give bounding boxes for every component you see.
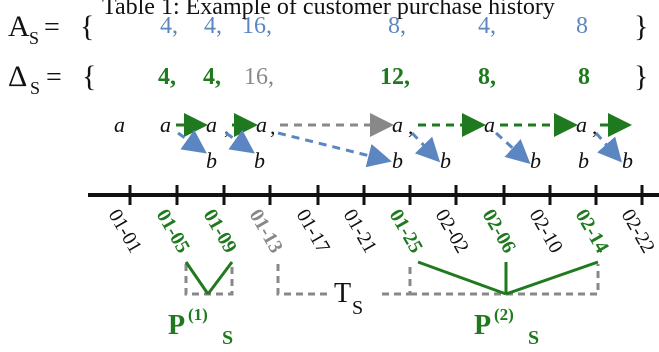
p2-lines [417,260,599,296]
event-a: a [392,112,403,137]
date-label: 02-14 [571,206,613,257]
event-a: a [114,112,125,137]
arrow-blue [225,129,255,154]
bottom-events: b b b b b b b [206,148,633,173]
p1-lines [184,261,234,295]
row-delta-label: Δ [8,60,27,93]
row-delta-value: 16, [244,64,274,90]
arrow-blue [494,131,531,165]
svg-text:(1): (1) [188,305,208,324]
svg-text:T: T [334,278,351,309]
date-labels: 01-01 01-05 01-09 01-13 01-17 01-21 01-2… [104,206,659,257]
svg-text:S: S [222,327,233,349]
event-a: a [256,112,267,137]
arrow-blue [594,132,622,163]
svg-text:,: , [408,114,414,139]
row-a: A S = { 4, 4, 16, 8, 4, 8 } [8,10,648,48]
event-b: b [206,148,217,173]
event-a: a [206,112,217,137]
row-delta-value: 8, [478,64,496,90]
event-a: a [576,112,587,137]
row-a-value: 16, [242,13,272,39]
row-a-value: 8 [576,13,588,39]
row-delta-value: 4, [158,64,176,90]
row-a-label: A [8,10,30,43]
row-delta-value: 8 [578,64,590,90]
event-arrows [176,113,632,168]
row-a-value: 4, [478,13,496,39]
event-a: a [160,112,171,137]
svg-text:S: S [352,297,363,319]
event-b: b [578,148,589,173]
row-delta-subscript: S [30,78,40,98]
date-label: 01-13 [245,206,287,257]
date-label: 02-02 [431,206,473,257]
svg-text:,: , [224,114,230,139]
row-a-value: 8, [388,13,406,39]
svg-text:P: P [474,310,491,341]
arrow-blue [410,131,441,163]
date-label: 01-01 [104,206,146,257]
svg-text:S: S [528,327,539,349]
row-delta-equals: = [46,62,62,93]
arrow-blue [177,129,207,154]
event-b: b [254,148,265,173]
row-a-value: 4, [204,13,222,39]
event-b: b [392,148,403,173]
date-label: 01-25 [385,206,427,257]
row-delta-open-brace: { [82,60,96,93]
event-a: a [484,112,495,137]
date-label: 01-17 [292,206,334,257]
ts-label: T S [334,278,363,319]
svg-text:(2): (2) [494,305,514,324]
row-a-subscript: S [29,28,39,48]
row-delta-value: 4, [203,64,221,90]
row-delta-value: 12, [380,64,410,90]
row-a-equals: = [44,12,60,43]
svg-text:,: , [270,114,276,139]
row-delta: Δ S = { 4, 4, 16, 12, 8, 8 } [8,60,648,98]
event-b: b [622,148,633,173]
svg-text:P: P [168,310,185,341]
arrow-blue [277,131,392,168]
event-commas: , , , , [224,114,598,139]
top-events: a a a a a a a [114,112,587,137]
row-delta-close-brace: } [634,60,648,93]
date-label: 02-22 [617,206,659,257]
date-label: 01-21 [339,206,381,257]
date-label: 02-06 [478,206,520,257]
date-label: 01-09 [199,206,241,257]
event-b: b [440,148,451,173]
svg-text:,: , [592,114,598,139]
date-label: 01-05 [152,206,194,257]
date-label: 02-10 [525,206,567,257]
table-caption: Table 1: Example of customer purchase hi… [102,0,555,20]
p1-label: P (1) S [168,305,233,349]
row-a-open-brace: { [80,10,94,43]
event-b: b [530,148,541,173]
p2-label: P (2) S [474,305,539,349]
row-a-close-brace: } [634,10,648,43]
timeline-axis [88,185,659,205]
row-a-value: 4, [160,13,178,39]
ts-bracket [184,264,600,296]
